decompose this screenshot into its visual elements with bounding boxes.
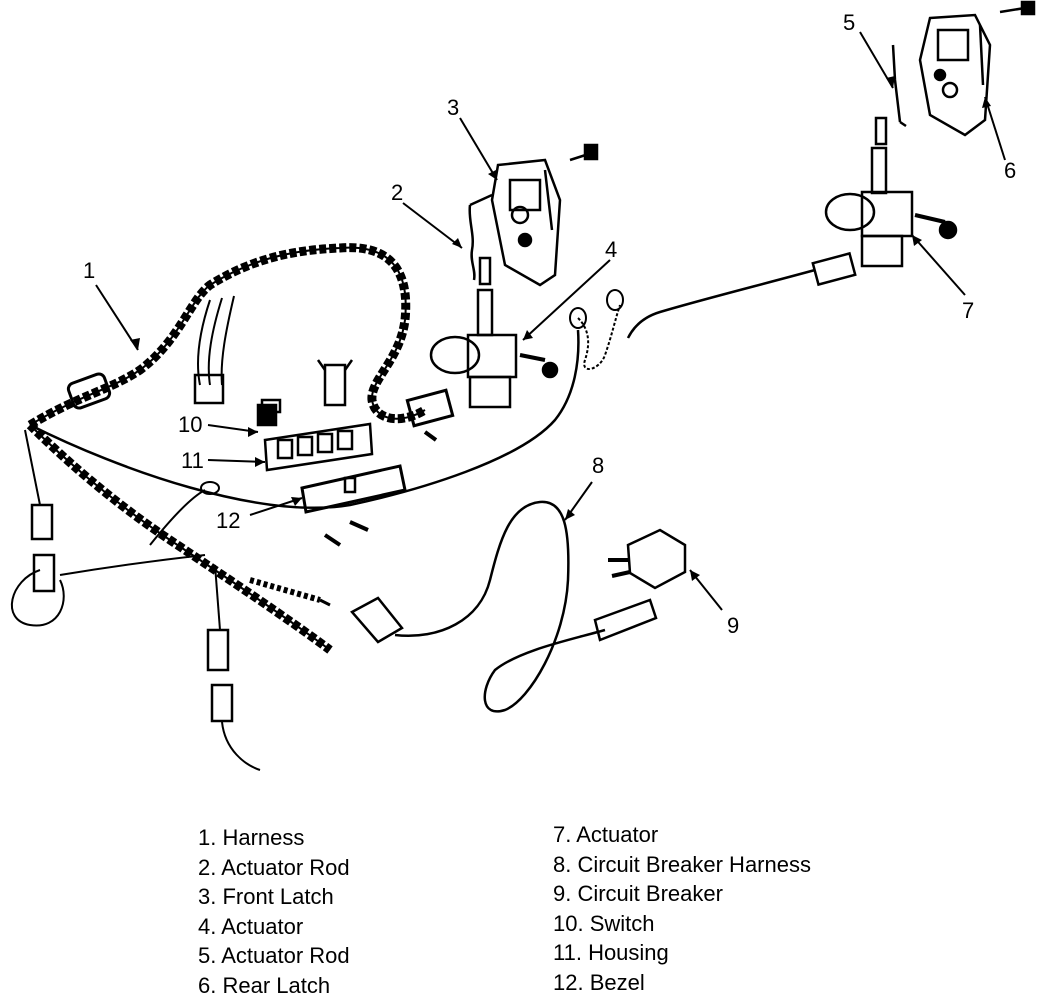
- callout-8: 8: [592, 453, 604, 478]
- switch-housing-bezel-assembly: [256, 359, 438, 547]
- callout-2: 2: [391, 180, 403, 205]
- power-door-lock-exploded-diagram: 1 2 3 4 5 6 7 8 9 10 11 12: [11, 0, 1036, 771]
- switch-part: [256, 359, 354, 427]
- callout-1: 1: [83, 258, 95, 283]
- leader-arrowheads: [130, 76, 991, 581]
- callout-6: 6: [1004, 158, 1016, 183]
- callout-4: 4: [605, 237, 617, 262]
- legend-item: 10. Switch: [553, 910, 655, 936]
- circuit-breaker-harness-part: [350, 500, 658, 713]
- actuator-7-part: [626, 116, 958, 339]
- callout-10: 10: [178, 412, 202, 437]
- callout-9: 9: [727, 613, 739, 638]
- bezel-part: [300, 464, 407, 514]
- harness: [11, 243, 580, 771]
- legend-item: 11. Housing: [553, 940, 669, 966]
- legend-item: 6. Rear Latch: [198, 972, 331, 998]
- legend-item: 8. Circuit Breaker Harness: [553, 851, 811, 877]
- housing-part: [263, 422, 374, 472]
- callout-7: 7: [962, 298, 974, 323]
- callout-11: 11: [181, 448, 204, 473]
- actuator-4-part: [429, 256, 559, 409]
- front-latch-part: [490, 143, 599, 287]
- legend-item: 5. Actuator Rod: [198, 943, 350, 969]
- legend-item: 1. Harness: [198, 825, 305, 850]
- callout-labels: 1 2 3 4 5 6 7 8 9 10 11 12: [83, 10, 1016, 638]
- circuit-breaker-part: [608, 528, 687, 590]
- callout-5: 5: [843, 10, 855, 35]
- legend-item: 4. Actuator: [198, 913, 304, 939]
- parts-legend-left: 1. Harness 2. Actuator Rod 3. Front Latc…: [198, 823, 350, 1001]
- parts-legend-right: 7. Actuator 8. Circuit Breaker Harness 9…: [553, 820, 811, 998]
- legend-item: 3. Front Latch: [198, 884, 334, 910]
- legend-item: 7. Actuator: [553, 822, 659, 847]
- callout-12: 12: [216, 508, 240, 533]
- rear-latch-part: [918, 0, 1036, 137]
- actuator-rod-2-part: [468, 193, 493, 281]
- callout-3: 3: [447, 95, 459, 120]
- actuator-rod-5-part: [891, 44, 907, 128]
- legend-item: 9. Circuit Breaker: [553, 881, 723, 907]
- legend-item: 2. Actuator Rod: [198, 854, 350, 880]
- coiled-lead: [569, 289, 624, 370]
- legend-item: 12. Bezel: [553, 969, 645, 995]
